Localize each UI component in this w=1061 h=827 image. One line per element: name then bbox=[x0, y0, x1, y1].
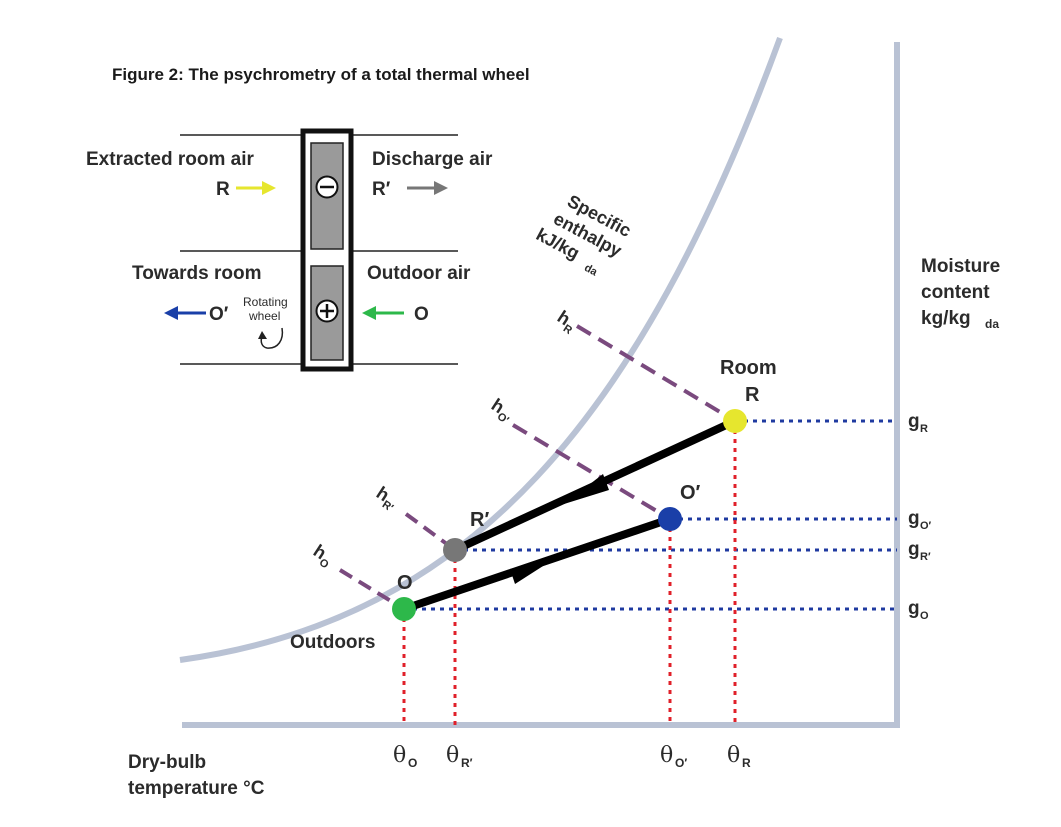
g-O-main: g bbox=[908, 598, 920, 619]
g-tick-R: g R bbox=[908, 411, 928, 435]
enthalpy-label-R-prime: h R′ bbox=[373, 483, 396, 515]
y-axis-title-line2: content bbox=[921, 282, 990, 303]
point-O-caption: Outdoors bbox=[290, 632, 376, 653]
y-axis-title-line3-sub: da bbox=[985, 317, 999, 331]
enthalpy-label-O: h O bbox=[310, 541, 331, 572]
enthalpy-label-O-prime: h O′ bbox=[488, 395, 511, 427]
g-tick-O-prime: g O′ bbox=[908, 508, 932, 532]
point-R-label: R bbox=[745, 384, 760, 406]
enthalpy-line-R bbox=[575, 324, 737, 423]
theta-R-main: θ bbox=[727, 743, 740, 768]
discharge-arrow-icon bbox=[407, 181, 448, 195]
point-O bbox=[392, 597, 416, 621]
theta-tick-O-prime: θ O′ bbox=[660, 743, 687, 770]
point-R-caption: Room bbox=[720, 357, 777, 379]
g-tick-R-prime: g R′ bbox=[908, 539, 931, 563]
saturation-curve bbox=[179, 36, 783, 663]
rotation-arrowhead-icon bbox=[258, 331, 267, 339]
theta-O-main: θ bbox=[393, 743, 406, 768]
wheel-label: wheel bbox=[248, 309, 280, 323]
curve-label-line3-sub: da bbox=[582, 262, 600, 279]
outdoor-air-label: Outdoor air bbox=[367, 263, 471, 284]
theta-R-prime-sub: R′ bbox=[461, 756, 473, 770]
g-R-prime-main: g bbox=[908, 539, 920, 560]
g-O-sub: O bbox=[920, 610, 929, 622]
towards-arrow-icon bbox=[164, 306, 206, 320]
extracted-room-air-label: Extracted room air bbox=[86, 149, 254, 170]
theta-tick-R: θ R bbox=[727, 743, 751, 770]
theta-O-prime-main: θ bbox=[660, 743, 673, 768]
outdoor-arrow-icon bbox=[362, 306, 404, 320]
point-R-prime bbox=[443, 538, 467, 562]
g-R-prime-sub: R′ bbox=[920, 551, 931, 563]
x-axis-title-line2: temperature °C bbox=[128, 778, 265, 799]
g-O-prime-main: g bbox=[908, 508, 920, 529]
theta-O-sub: O bbox=[408, 756, 417, 770]
g-R-sub: R bbox=[920, 423, 928, 435]
wheel-schematic: Extracted room air R Discharge air R′ To… bbox=[86, 128, 493, 372]
figure-title: Figure 2: The psychrometry of a total th… bbox=[112, 65, 530, 84]
g-O-prime-sub: O′ bbox=[920, 520, 932, 532]
point-O-prime-label: O′ bbox=[680, 482, 701, 504]
g-R-main: g bbox=[908, 411, 920, 432]
plus-icon bbox=[315, 299, 339, 323]
theta-tick-O: θ O bbox=[393, 743, 417, 770]
rotating-label: Rotating bbox=[243, 295, 288, 309]
g-tick-O: g O bbox=[908, 598, 929, 622]
y-axis-title-line1: Moisture bbox=[921, 256, 1000, 277]
chart-area: Room R O′ R′ O Outdoors h R h O′ h R′ h … bbox=[128, 36, 1000, 799]
extracted-arrow-icon bbox=[236, 181, 276, 195]
enthalpy-label-R: h R bbox=[554, 307, 574, 337]
outdoor-symbol: O bbox=[414, 304, 429, 325]
enthalpy-line-O-prime bbox=[511, 423, 672, 521]
process-arrow-R-to-R-prime-icon bbox=[564, 474, 609, 504]
discharge-air-label: Discharge air bbox=[372, 149, 493, 170]
y-axis-title-line3: kg/kg bbox=[921, 308, 971, 329]
x-axis-title-line1: Dry-bulb bbox=[128, 752, 206, 773]
point-O-prime bbox=[658, 507, 682, 531]
enthalpy-line-O bbox=[338, 568, 406, 611]
theta-R-prime-main: θ bbox=[446, 743, 459, 768]
process-arrow-O-to-O-prime-icon bbox=[510, 559, 554, 584]
rotation-arrow-icon bbox=[260, 327, 284, 349]
extracted-symbol: R bbox=[216, 179, 230, 200]
point-R bbox=[723, 409, 747, 433]
towards-room-label: Towards room bbox=[132, 263, 262, 284]
enthalpy-curve-label: Specific enthalpy kJ/kg da bbox=[533, 191, 635, 279]
point-R-prime-label: R′ bbox=[470, 509, 489, 531]
towards-symbol: O′ bbox=[209, 304, 229, 325]
discharge-symbol: R′ bbox=[372, 179, 391, 200]
minus-icon bbox=[315, 175, 339, 199]
point-O-label: O bbox=[397, 572, 413, 594]
theta-O-prime-sub: O′ bbox=[675, 756, 687, 770]
theta-tick-R-prime: θ R′ bbox=[446, 743, 473, 770]
theta-R-sub: R bbox=[742, 756, 751, 770]
